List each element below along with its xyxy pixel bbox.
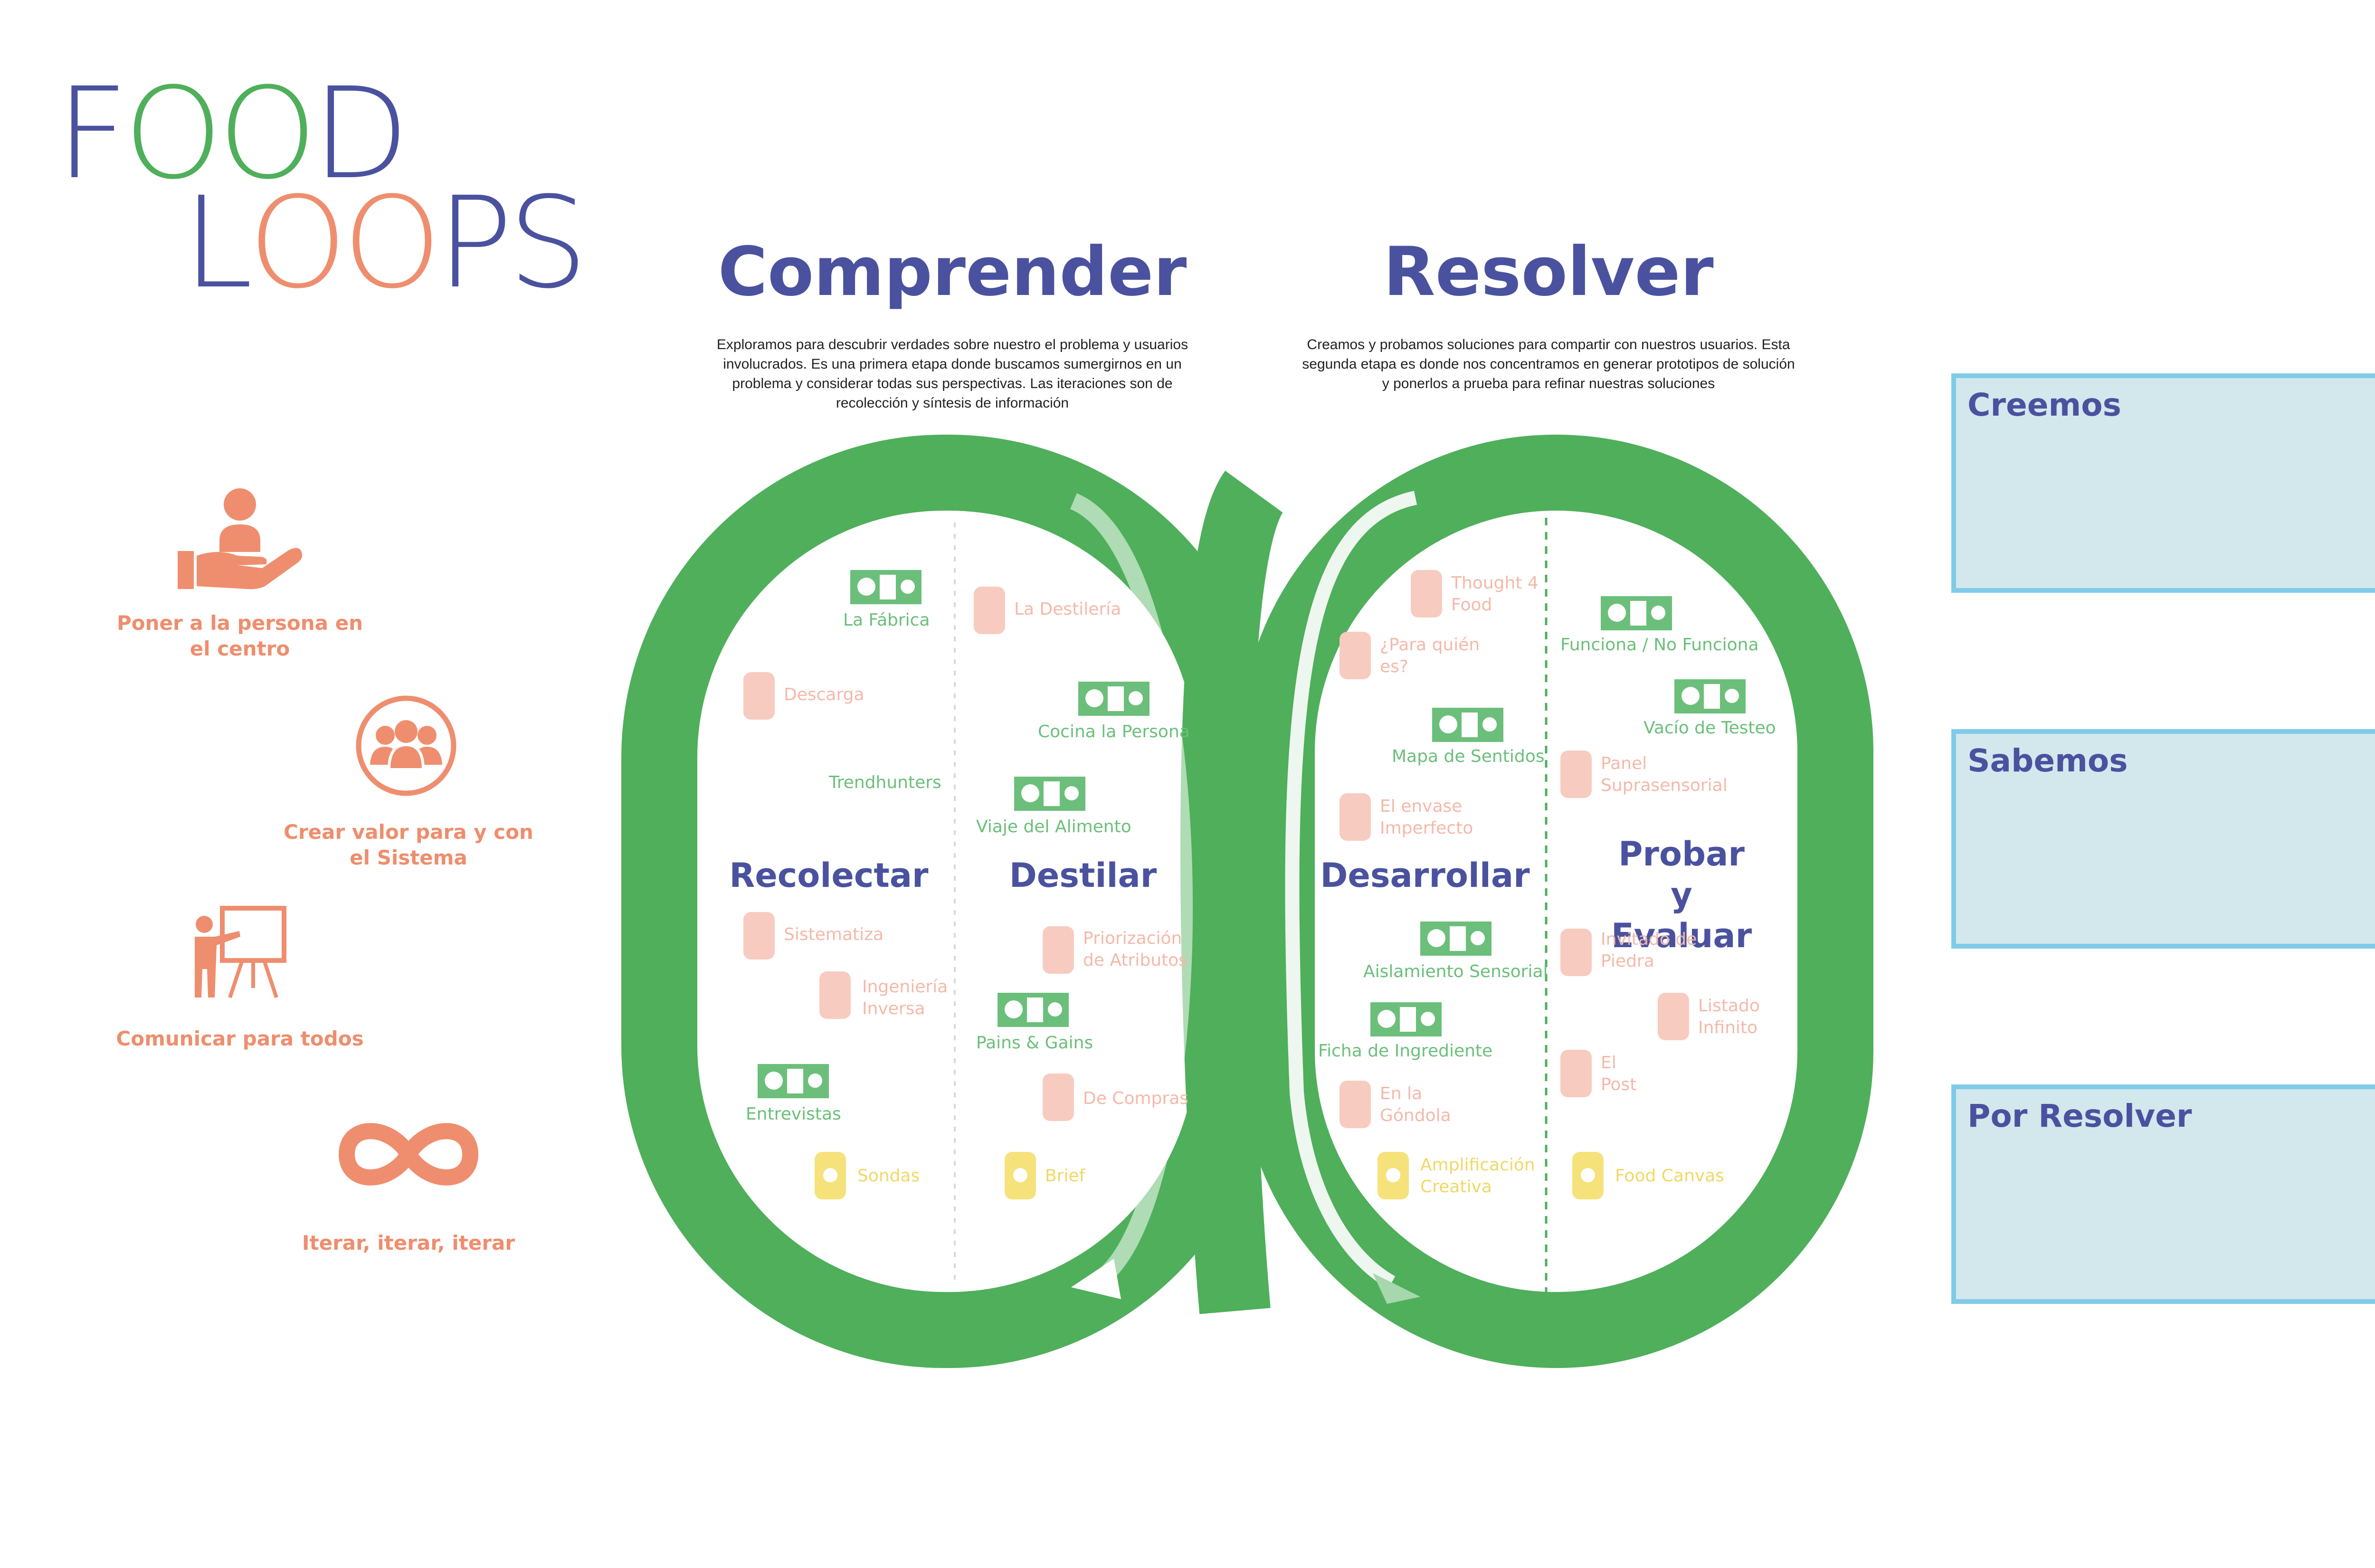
logo-letter-d: D bbox=[312, 61, 409, 207]
tool-vacio-testeo-icon bbox=[1674, 679, 1746, 713]
tool-sistematiza[interactable]: Sistematiza bbox=[784, 925, 884, 944]
tool-panel-card-icon bbox=[1560, 751, 1592, 798]
tool-cocina-la-persona[interactable]: Cocina la Persona bbox=[1038, 722, 1190, 741]
tool-panel-suprasensorial[interactable]: Panel Suprasensorial bbox=[1601, 754, 1728, 795]
tool-la-fabrica[interactable]: La Fábrica bbox=[843, 610, 930, 630]
tool-trendhunters[interactable]: Trendhunters bbox=[829, 773, 941, 792]
tool-sondas-card-icon bbox=[815, 1152, 846, 1199]
logo-letter-l: L bbox=[183, 170, 253, 316]
logo-letter-f: F bbox=[56, 61, 128, 207]
hand-person-icon bbox=[178, 488, 303, 589]
tool-de-compras[interactable]: De Compras bbox=[1083, 1089, 1189, 1108]
tool-listado-card-icon bbox=[1658, 993, 1689, 1040]
tool-food-canvas[interactable]: Food Canvas bbox=[1615, 1166, 1724, 1186]
tool-listado-infinito[interactable]: Listado Infinito bbox=[1698, 996, 1760, 1037]
presentation-icon bbox=[195, 906, 286, 998]
phase-title-comprender: Comprender bbox=[718, 233, 1187, 311]
tool-sistematiza-card-icon bbox=[743, 912, 775, 960]
tool-para-quien-card-icon bbox=[1340, 632, 1371, 679]
tool-thought4food-card-icon bbox=[1411, 570, 1442, 618]
logo-letters-oo-green: OO bbox=[124, 61, 317, 207]
tool-cocina-icon bbox=[1078, 682, 1150, 716]
tool-pains-gains[interactable]: Pains & Gains bbox=[976, 1033, 1093, 1053]
tool-pains-gains-icon bbox=[998, 993, 1069, 1027]
tool-brief[interactable]: Brief bbox=[1045, 1166, 1085, 1186]
tool-el-post-card-icon bbox=[1560, 1050, 1592, 1097]
arrowhead-comprender bbox=[1071, 1259, 1121, 1299]
principle-label-sistema: Crear valor para y con el Sistema bbox=[284, 820, 533, 869]
stage-desarrollar: Desarrollar bbox=[1320, 856, 1530, 895]
logo-letters-oo-salmon: OO bbox=[248, 170, 442, 316]
tool-descarga-card-icon bbox=[743, 672, 775, 720]
infinity-icon bbox=[338, 1123, 479, 1186]
box-sabemos[interactable]: Sabemos bbox=[1951, 729, 2375, 949]
tool-viaje-del-alimento[interactable]: Viaje del Alimento bbox=[976, 817, 1131, 836]
phase-desc-resolver: Creamos y probamos soluciones para compa… bbox=[1302, 337, 1795, 391]
tool-descarga[interactable]: Descarga bbox=[784, 685, 864, 704]
tool-gondola-card-icon bbox=[1340, 1081, 1371, 1128]
phase-title-resolver: Resolver bbox=[1383, 233, 1714, 311]
stage-probar-evaluar: Probar y Evaluar bbox=[1548, 834, 1814, 956]
tool-aislamiento-icon bbox=[1420, 922, 1492, 956]
phase-desc-comprender: Exploramos para descubrir verdades sobre… bbox=[716, 337, 1188, 411]
tool-en-la-gondola[interactable]: En la Góndola bbox=[1380, 1084, 1451, 1125]
box-creemos[interactable]: Creemos bbox=[1951, 373, 2375, 593]
box-por-resolver-title: Por Resolver bbox=[1967, 1098, 2192, 1134]
tool-ingenieria-inversa[interactable]: Ingeniería Inversa bbox=[862, 977, 948, 1018]
tool-mapa-sentidos-icon bbox=[1432, 708, 1503, 742]
group-icon bbox=[356, 695, 456, 796]
tool-funciona-no-funciona[interactable]: Funciona / No Funciona bbox=[1560, 635, 1759, 655]
flow-arrow-resolver bbox=[1285, 491, 1417, 1289]
tool-amplificacion-card-icon bbox=[1378, 1152, 1409, 1199]
stage-destilar: Destilar bbox=[1009, 856, 1157, 895]
flow-arrow-comprender bbox=[1070, 493, 1193, 1285]
tool-vacio-de-testeo[interactable]: Vacío de Testeo bbox=[1644, 718, 1776, 738]
logo-line-food: FOOD bbox=[56, 61, 409, 207]
logo-line-loops: LOOPS bbox=[183, 170, 588, 316]
box-sabemos-title: Sabemos bbox=[1967, 742, 2128, 779]
principle-label-comunicar: Comunicar para todos bbox=[116, 1027, 364, 1050]
box-por-resolver[interactable]: Por Resolver bbox=[1951, 1084, 2375, 1304]
tool-priorizacion[interactable]: Priorización de Atributos bbox=[1083, 929, 1188, 970]
tool-destileria-card-icon bbox=[974, 587, 1005, 634]
tool-la-destileria[interactable]: La Destilería bbox=[1014, 599, 1121, 619]
logo-letters-ps: PS bbox=[437, 170, 588, 316]
tool-viaje-icon bbox=[1014, 777, 1085, 811]
tool-amplificacion-creativa[interactable]: Amplificación Creativa bbox=[1420, 1155, 1535, 1197]
tool-sondas[interactable]: Sondas bbox=[857, 1166, 920, 1186]
arrowhead-resolver bbox=[1373, 1273, 1420, 1304]
tool-invitado-card-icon bbox=[1560, 929, 1592, 976]
box-creemos-title: Creemos bbox=[1967, 387, 2121, 423]
tool-mapa-de-sentidos[interactable]: Mapa de Sentidos bbox=[1392, 747, 1545, 766]
tool-envase-card-icon bbox=[1340, 793, 1371, 841]
stage-probar-label: Probar y Evaluar bbox=[1611, 835, 1752, 955]
tool-ingenieria-card-icon bbox=[819, 971, 851, 1019]
principle-label-iterar: Iterar, iterar, iterar bbox=[302, 1231, 515, 1254]
tool-el-envase-imperfecto[interactable]: El envase Imperfecto bbox=[1380, 797, 1473, 838]
tool-food-canvas-card-icon bbox=[1572, 1152, 1604, 1199]
principle-label-persona: Poner a la persona en el centro bbox=[116, 611, 363, 660]
tool-priorizacion-card-icon bbox=[1043, 926, 1074, 974]
tool-ficha-icon bbox=[1370, 1002, 1442, 1036]
tool-el-post[interactable]: El Post bbox=[1601, 1053, 1637, 1094]
loop-ring-resolver bbox=[1239, 435, 1873, 1368]
tool-entrevistas-icon bbox=[758, 1064, 829, 1098]
tool-ficha-de-ingrediente[interactable]: Ficha de Ingrediente bbox=[1318, 1041, 1493, 1061]
tool-thought-4-food[interactable]: Thought 4 Food bbox=[1451, 573, 1539, 615]
tool-entrevistas[interactable]: Entrevistas bbox=[746, 1104, 841, 1124]
tool-funciona-icon bbox=[1601, 596, 1672, 630]
tool-de-compras-card-icon bbox=[1043, 1074, 1074, 1121]
tool-para-quien-es[interactable]: ¿Para quién es? bbox=[1380, 635, 1480, 676]
tool-aislamiento-sensorial[interactable]: Aislamiento Sensorial bbox=[1363, 962, 1548, 981]
tool-brief-card-icon bbox=[1005, 1152, 1036, 1199]
tool-invitado-de-piedra[interactable]: Invitado de Piedra bbox=[1601, 930, 1697, 971]
stage-recolectar: Recolectar bbox=[729, 856, 929, 895]
tool-la-fabrica-icon bbox=[850, 570, 922, 604]
